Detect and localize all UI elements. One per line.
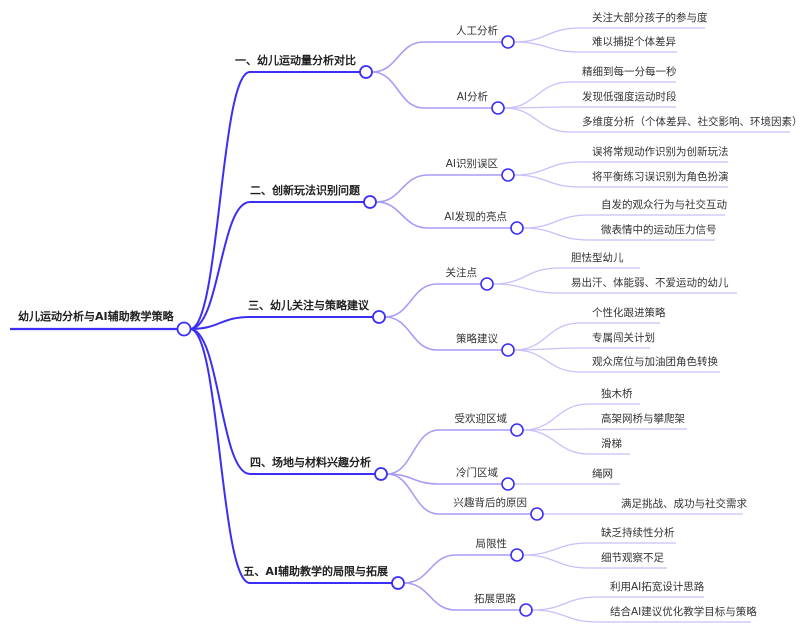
- leaf-node-label[interactable]: 精细到每一分每一秒: [582, 65, 677, 78]
- subbranch-connector: [386, 473, 531, 515]
- leaf-connector: [492, 283, 737, 294]
- subbranch-node-label[interactable]: AI发现的亮点: [444, 210, 507, 223]
- collapse-toggle-circle[interactable]: [372, 310, 386, 324]
- leaf-node-label[interactable]: 误将常规动作识别为创新玩法: [592, 145, 729, 158]
- collapse-toggle-circle[interactable]: [359, 65, 373, 79]
- collapse-toggle-circle[interactable]: [480, 277, 494, 291]
- subbranch-node-label[interactable]: 局限性: [476, 537, 508, 550]
- leaf-connector: [503, 106, 676, 109]
- collapse-toggle-circle[interactable]: [363, 195, 377, 209]
- leaf-node-label[interactable]: 滑梯: [601, 437, 622, 450]
- subbranch-node-label[interactable]: 人工分析: [456, 24, 498, 37]
- subbranch-node-label[interactable]: 关注点: [446, 266, 478, 279]
- subbranch-connector: [375, 201, 511, 229]
- subbranch-node-label[interactable]: 拓展思路: [474, 592, 516, 605]
- subbranch-node-label[interactable]: 受欢迎区域: [455, 412, 508, 425]
- branch-node-label[interactable]: 四、场地与材料兴趣分析: [250, 455, 371, 469]
- collapse-toggle-circle[interactable]: [391, 576, 405, 590]
- leaf-node-label[interactable]: 自发的观众行为与社交互动: [601, 198, 727, 211]
- collapse-toggle-circle[interactable]: [519, 603, 533, 617]
- collapse-toggle-circle[interactable]: [491, 101, 505, 115]
- collapse-toggle-circle[interactable]: [510, 423, 524, 437]
- leaf-node-label[interactable]: 发现低强度运动时段: [582, 90, 677, 103]
- leaf-connector: [522, 542, 676, 556]
- collapse-toggle-circle[interactable]: [510, 221, 524, 235]
- collapse-toggle-circle[interactable]: [501, 477, 515, 491]
- leaf-node-label[interactable]: 独木桥: [601, 387, 633, 400]
- subbranch-node-label[interactable]: 冷门区域: [456, 466, 498, 479]
- leaf-node-label[interactable]: 胆怯型幼儿: [571, 251, 624, 264]
- subbranch-node-label[interactable]: AI分析: [457, 90, 489, 103]
- leaf-connector: [522, 554, 667, 569]
- collapse-toggle-circle[interactable]: [501, 168, 515, 182]
- leaf-connector: [503, 81, 676, 109]
- leaf-connector: [492, 267, 640, 285]
- subbranch-connector: [371, 41, 502, 73]
- leaf-node-label[interactable]: 微表情中的运动压力信号: [601, 223, 717, 236]
- branch-connector: [189, 71, 360, 330]
- leaf-connector: [522, 227, 715, 241]
- root-collapse-toggle-circle[interactable]: [176, 321, 192, 337]
- leaf-node-label[interactable]: 细节观察不足: [601, 551, 664, 564]
- leaf-node-label[interactable]: 多维度分析（个体差异、社交影响、环境因素）: [582, 115, 800, 128]
- leaf-connector: [513, 322, 660, 351]
- leaf-node-label[interactable]: 利用AI拓宽设计思路: [610, 580, 705, 593]
- leaf-node-label[interactable]: 缺乏持续性分析: [601, 526, 675, 539]
- leaf-node-label[interactable]: 关注大部分孩子的参与度: [592, 11, 708, 24]
- leaf-connector: [531, 609, 751, 623]
- subbranch-connector: [371, 71, 492, 109]
- leaf-connector: [531, 596, 704, 611]
- collapse-toggle-circle[interactable]: [374, 467, 388, 481]
- branch-node-label[interactable]: 五、AI辅助教学的局限与拓展: [243, 564, 389, 578]
- leaf-connector: [513, 27, 705, 43]
- leaf-node-label[interactable]: 结合AI建议优化教学目标与策略: [610, 605, 757, 618]
- branch-node-label[interactable]: 三、幼儿关注与策略建议: [248, 298, 370, 312]
- collapse-toggle-circle[interactable]: [501, 35, 515, 49]
- branch-connector: [189, 328, 375, 475]
- leaf-node-label[interactable]: 满足挑战、成功与社交需求: [621, 497, 747, 510]
- leaf-node-label[interactable]: 专属闯关计划: [592, 331, 655, 344]
- branch-connector: [189, 201, 364, 330]
- leaf-connector: [503, 107, 790, 133]
- leaf-connector: [522, 214, 725, 229]
- leaf-connector: [522, 429, 630, 455]
- subbranch-connector: [386, 429, 511, 475]
- subbranch-connector: [384, 283, 481, 318]
- leaf-connector: [513, 161, 728, 176]
- leaf-connector: [513, 347, 650, 351]
- subbranch-connector: [403, 582, 520, 611]
- collapse-toggle-circle[interactable]: [530, 507, 544, 521]
- collapse-toggle-circle[interactable]: [510, 548, 524, 562]
- leaf-node-label[interactable]: 将平衡练习误识别为角色扮演: [592, 170, 729, 183]
- branch-connector: [189, 316, 373, 330]
- leaf-node-label[interactable]: 观众席位与加油团角色转换: [592, 355, 718, 368]
- branch-node-label[interactable]: 二、创新玩法识别问题: [250, 183, 361, 197]
- leaf-connector: [513, 174, 728, 188]
- leaf-connector: [513, 349, 720, 373]
- root-node-label[interactable]: 幼儿运动分析与AI辅助教学策略: [18, 309, 175, 323]
- branch-node-label[interactable]: 一、幼儿运动量分析对比: [235, 53, 356, 67]
- subbranch-connector: [403, 554, 511, 584]
- branch-connector: [189, 328, 392, 584]
- subbranch-node-label[interactable]: AI识别误区: [446, 158, 498, 170]
- subbranch-connector: [384, 316, 502, 351]
- subbranch-connector: [375, 174, 502, 203]
- leaf-connector: [513, 41, 677, 53]
- subbranch-node-label[interactable]: 兴趣背后的原因: [454, 496, 528, 509]
- leaf-node-label[interactable]: 绳网: [592, 467, 613, 480]
- leaf-node-label[interactable]: 难以捕捉个体差异: [592, 35, 676, 48]
- leaf-node-label[interactable]: 个性化跟进策略: [592, 306, 666, 319]
- leaf-connector: [522, 403, 640, 431]
- leaf-node-label[interactable]: 高架网桥与攀爬架: [601, 412, 685, 425]
- leaf-connector: [522, 428, 687, 431]
- collapse-toggle-circle[interactable]: [501, 343, 515, 357]
- subbranch-node-label[interactable]: 策略建议: [456, 332, 498, 345]
- leaf-node-label[interactable]: 易出汗、体能弱、不爱运动的幼儿: [571, 276, 729, 289]
